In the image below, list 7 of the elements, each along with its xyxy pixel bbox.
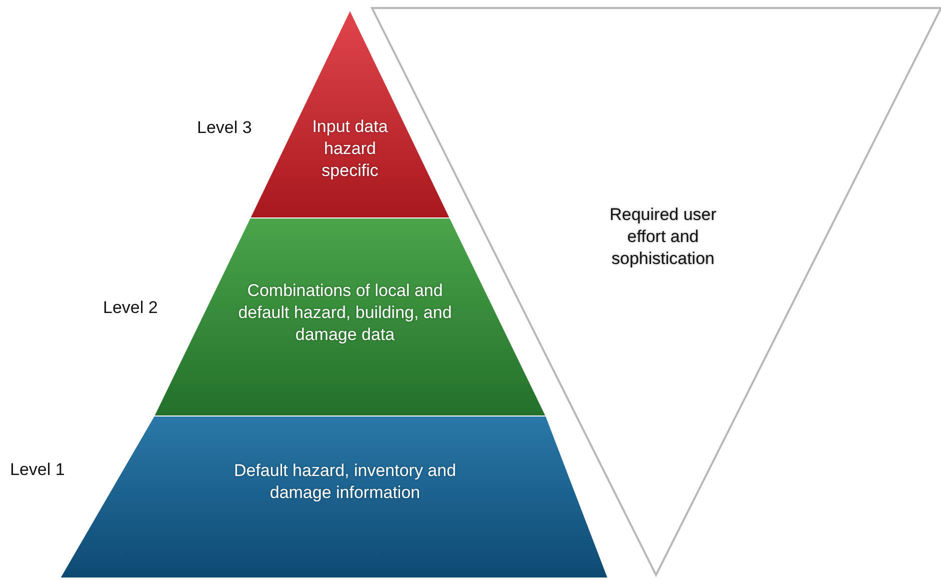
- tier-label: Combinations of local and default hazard, building, and damage data: [237, 280, 453, 346]
- tier-label: Default hazard, inventory and damage information: [232, 460, 458, 504]
- level-label: Level 1: [10, 460, 65, 480]
- level-label: Level 3: [197, 118, 252, 138]
- tier-label: Input data hazard specific: [311, 116, 389, 182]
- triangle-label: Required user effort and sophistication: [608, 204, 718, 270]
- level-label: Level 2: [103, 298, 158, 318]
